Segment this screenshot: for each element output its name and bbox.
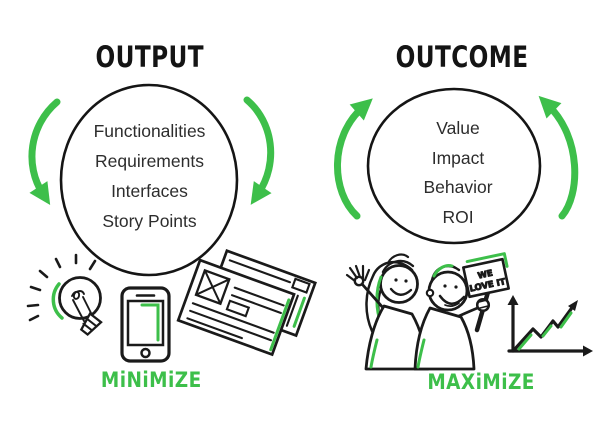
- output-item: Story Points: [102, 211, 197, 231]
- growth-chart-icon: [507, 295, 593, 357]
- outcome-items-list: Value Impact Behavior ROI: [372, 114, 544, 232]
- maximize-label-text: MAXiMiZE: [427, 370, 535, 394]
- minimize-arrows: [28, 96, 275, 205]
- smartphone-icon: [120, 286, 171, 363]
- happy-users-illustration: WE LOVE IT: [345, 252, 510, 371]
- output-title: OUTPUT: [60, 40, 240, 74]
- outcome-title: OUTCOME: [368, 40, 556, 74]
- arrow-down-left-icon: [28, 98, 61, 205]
- outcome-item: ROI: [442, 206, 474, 227]
- arrow-down-right-icon: [243, 96, 275, 205]
- arrow-up-left-icon: [334, 98, 373, 220]
- documents-wireframe-icon: [176, 249, 317, 357]
- outcome-circle: [366, 87, 542, 245]
- maximize-arrows: [334, 95, 579, 220]
- outcome-item: Behavior: [423, 177, 493, 197]
- minimize-label: MiNiMiZE: [71, 368, 231, 392]
- output-title-text: OUTPUT: [95, 40, 205, 74]
- woman-figure: [345, 253, 430, 371]
- man-figure: [413, 264, 491, 371]
- maximize-label: MAXiMiZE: [401, 370, 561, 394]
- arrow-up-right-icon: [538, 95, 579, 220]
- outcome-item: Value: [436, 118, 480, 138]
- output-item: Functionalities: [93, 121, 206, 141]
- output-item: Requirements: [95, 151, 204, 171]
- output-items-list: Functionalities Requirements Interfaces …: [61, 116, 238, 236]
- output-item: Interfaces: [111, 181, 188, 201]
- minimize-label-text: MiNiMiZE: [100, 368, 202, 392]
- outcome-item: Impact: [431, 147, 485, 168]
- sign-line-1: WE: [477, 269, 494, 282]
- lightbulb-idea-icon: [26, 253, 103, 337]
- output-circle: [59, 83, 239, 277]
- outcome-title-text: OUTCOME: [395, 40, 529, 74]
- we-love-it-sign: WE LOVE IT: [462, 252, 510, 299]
